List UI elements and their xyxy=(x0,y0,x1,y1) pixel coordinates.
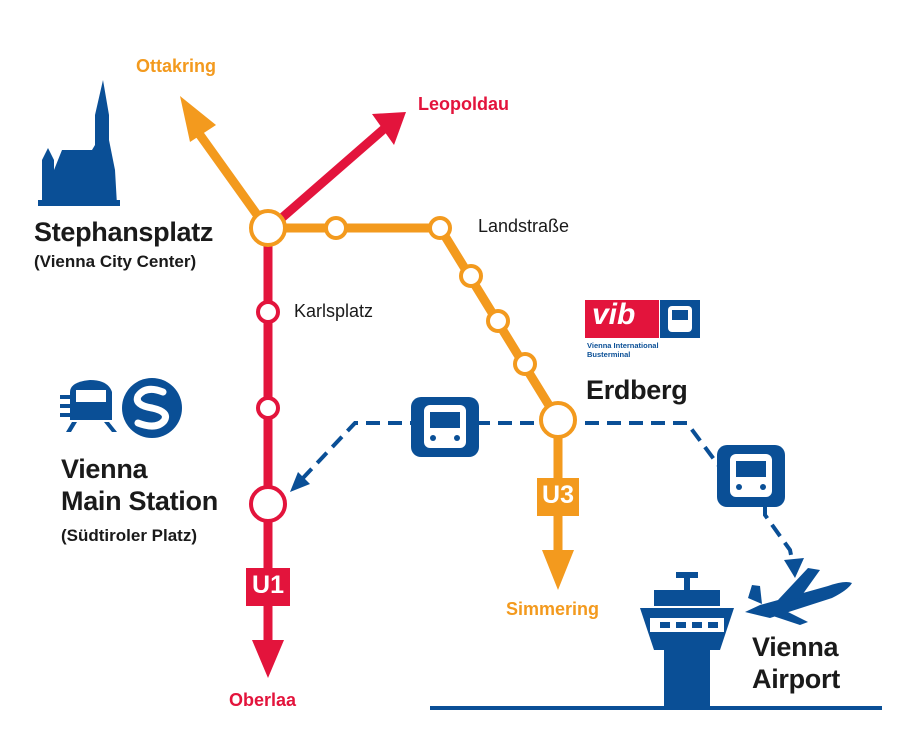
station-circle-u3-1 xyxy=(324,216,348,240)
bus-route-arrowhead-left xyxy=(290,472,310,492)
train-icon xyxy=(60,380,117,432)
station-circle-u3-3 xyxy=(459,264,483,288)
station-circle-u3-2 xyxy=(428,216,452,240)
airplane-icon xyxy=(745,568,852,625)
station-circle-u3-5 xyxy=(513,352,537,376)
station-circle-erdberg xyxy=(539,401,577,439)
bus-icon xyxy=(411,397,479,457)
u3-badge-bg xyxy=(537,478,579,516)
station-circle-main-station xyxy=(249,485,287,523)
destination-oberlaa: Oberlaa xyxy=(229,690,297,710)
station-landstrasse: Landstraße xyxy=(478,216,570,236)
airport-label-line1: Vienna xyxy=(752,632,839,662)
vib-subtitle-line1: Vienna International xyxy=(587,341,659,350)
u3-badge: U3 xyxy=(542,481,574,509)
destination-simmering: Simmering xyxy=(506,599,600,619)
u3-arrowhead-simmering xyxy=(542,550,574,590)
station-circle-stephansplatz xyxy=(249,209,287,247)
bus-route-airport-lower xyxy=(763,505,794,561)
vib-logo xyxy=(585,300,700,338)
station-karlsplatz: Karlsplatz xyxy=(294,301,374,321)
station-main-station-sub: (Südtiroler Platz) xyxy=(61,526,198,545)
u1-badge: U1 xyxy=(252,571,284,599)
vib-subtitle-line2: Busterminal xyxy=(587,350,631,359)
bus-icon xyxy=(717,445,785,507)
airport-label-line2: Airport xyxy=(752,664,840,694)
u1-badge-bg xyxy=(246,568,290,606)
station-main-station-line1: Vienna xyxy=(61,454,148,484)
destination-leopoldau: Leopoldau xyxy=(418,94,509,114)
station-erdberg: Erdberg xyxy=(586,375,688,405)
bus-route-airport xyxy=(585,421,724,472)
destination-ottakring: Ottakring xyxy=(136,56,217,76)
cathedral-icon xyxy=(38,80,120,206)
station-circle-karlsplatz xyxy=(256,300,280,324)
station-circle-u3-4 xyxy=(486,309,510,333)
bus-route-arrowhead-airport xyxy=(784,558,804,578)
control-tower-icon xyxy=(640,572,734,706)
station-stephansplatz: Stephansplatz xyxy=(34,217,214,247)
station-stephansplatz-sub: (Vienna City Center) xyxy=(34,252,197,271)
s-bahn-logo-icon xyxy=(122,378,182,438)
station-main-station-line2: Main Station xyxy=(61,486,218,516)
bus-route-main-station xyxy=(301,421,556,480)
vib-logo-text: vib xyxy=(592,298,636,331)
station-circle-u1-mid xyxy=(256,396,280,420)
u3-arrowhead-ottakring xyxy=(180,96,216,142)
